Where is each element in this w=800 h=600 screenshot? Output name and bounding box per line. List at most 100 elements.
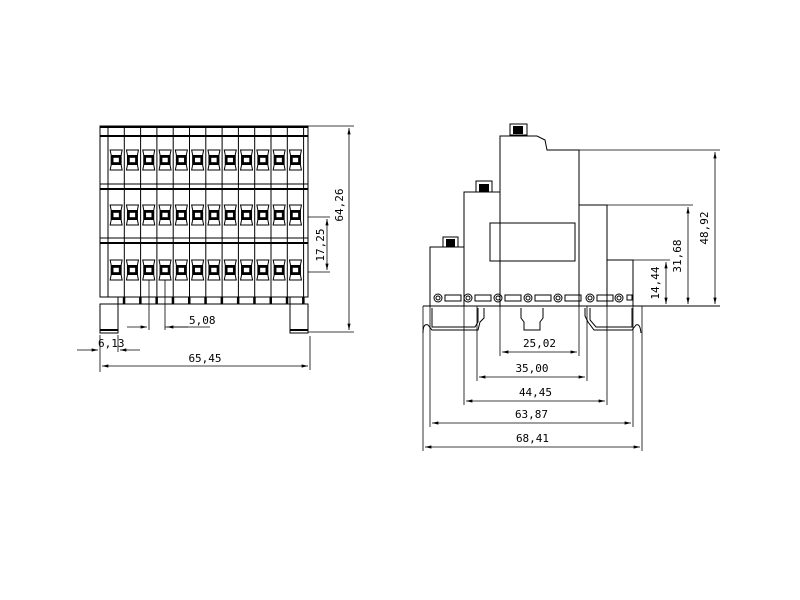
dimension-48-92: 48,92 xyxy=(579,149,720,304)
terminal xyxy=(125,259,140,281)
terminal xyxy=(109,259,123,281)
base-tab xyxy=(285,297,289,304)
module-profile-middle xyxy=(463,191,500,306)
terminal-grid xyxy=(107,127,305,304)
terminal xyxy=(174,259,188,281)
base-tab xyxy=(204,297,207,304)
terminal xyxy=(223,204,237,226)
terminal xyxy=(142,259,156,281)
terminal xyxy=(207,204,221,226)
screw-icon xyxy=(463,293,473,303)
screw-row xyxy=(433,293,633,303)
dim-label: 35,00 xyxy=(515,362,548,375)
terminal xyxy=(256,149,270,171)
dimension-w4: 63,87 xyxy=(429,306,634,427)
base-tab xyxy=(171,297,175,304)
dimension-5-08: 5,08 xyxy=(127,280,216,330)
base-tab xyxy=(236,297,240,304)
connector-low xyxy=(442,236,459,248)
base-tab xyxy=(302,297,305,304)
dimension-65-45: 65,45 xyxy=(102,336,311,370)
terminal xyxy=(288,204,303,226)
din-rail xyxy=(422,308,642,334)
dimension-31-68: 31,68 xyxy=(607,204,693,304)
dim-label: 63,87 xyxy=(515,408,548,421)
module-profile-top xyxy=(499,135,634,306)
terminal xyxy=(142,204,156,226)
dimension-w2: 35,00 xyxy=(476,306,588,381)
terminal xyxy=(239,204,254,226)
terminal xyxy=(207,149,221,171)
terminal xyxy=(109,149,123,171)
dim-width-label: 65,45 xyxy=(188,352,221,365)
base-tab xyxy=(188,297,191,304)
dim-low-height-label: 14,44 xyxy=(649,266,662,299)
terminal xyxy=(142,149,156,171)
dim-height-label: 64,26 xyxy=(333,188,346,221)
dimension-w1: 25,02 xyxy=(499,306,580,356)
terminal xyxy=(125,149,140,171)
terminal xyxy=(272,204,286,226)
dim-label: 68,41 xyxy=(516,432,549,445)
terminal xyxy=(207,259,221,281)
terminal xyxy=(256,204,270,226)
screw-icon xyxy=(433,293,443,303)
dim-column-pitch-label: 5,08 xyxy=(189,314,216,327)
base-tab xyxy=(220,297,224,304)
terminal xyxy=(256,259,270,281)
dimension-14-44: 14,44 xyxy=(633,259,670,304)
module-profile-low xyxy=(429,246,464,306)
left-foot xyxy=(99,303,119,334)
screw-icon xyxy=(523,293,533,303)
terminal xyxy=(191,149,205,171)
slot xyxy=(534,294,552,302)
dim-label: 25,02 xyxy=(523,337,556,350)
slot xyxy=(596,294,614,302)
terminal xyxy=(174,149,188,171)
dim-row-pitch-label: 17,25 xyxy=(314,228,327,261)
terminal xyxy=(239,149,254,171)
base-tab xyxy=(253,297,256,304)
right-foot xyxy=(289,303,309,334)
dimension-64-26: 64,26 xyxy=(308,125,354,333)
horizontal-dimensions: 25,02 35,00 44,45 63,87 68,41 xyxy=(422,306,643,451)
terminal xyxy=(223,149,237,171)
slot xyxy=(626,294,633,301)
screw-icon xyxy=(493,293,503,303)
terminal xyxy=(158,204,172,226)
side-view: 48,92 31,68 14,44 25,02 35,00 44,45 63,87 68… xyxy=(422,123,720,451)
dimension-w5: 68,41 xyxy=(422,306,643,451)
dim-total-height-label: 48,92 xyxy=(698,211,711,244)
label-window xyxy=(489,222,576,262)
slot xyxy=(564,294,582,302)
dimension-w3: 44,45 xyxy=(463,306,608,405)
dimension-17-25: 17,25 xyxy=(308,216,330,273)
base-tab xyxy=(122,297,126,304)
slot xyxy=(474,294,492,302)
terminal xyxy=(158,149,172,171)
dim-label: 44,45 xyxy=(519,386,552,399)
slot xyxy=(444,294,462,302)
dimension-6-13: 6,13 xyxy=(77,335,140,372)
terminal xyxy=(272,149,286,171)
terminal xyxy=(191,204,205,226)
base-tab xyxy=(269,297,272,304)
terminal xyxy=(239,259,254,281)
terminal xyxy=(125,204,140,226)
terminal xyxy=(158,259,172,281)
terminal xyxy=(272,259,286,281)
screw-icon xyxy=(553,293,563,303)
terminal xyxy=(109,204,123,226)
terminal xyxy=(223,259,237,281)
terminal xyxy=(288,259,303,281)
dim-mid-height-label: 31,68 xyxy=(671,239,684,272)
terminal xyxy=(191,259,205,281)
base-strip xyxy=(117,296,291,305)
front-view: 64,26 17,25 5,08 6,13 65,45 xyxy=(77,125,354,372)
screw-icon xyxy=(585,293,595,303)
terminal xyxy=(174,204,188,226)
connector-middle xyxy=(475,180,493,193)
screw-icon xyxy=(614,293,624,303)
